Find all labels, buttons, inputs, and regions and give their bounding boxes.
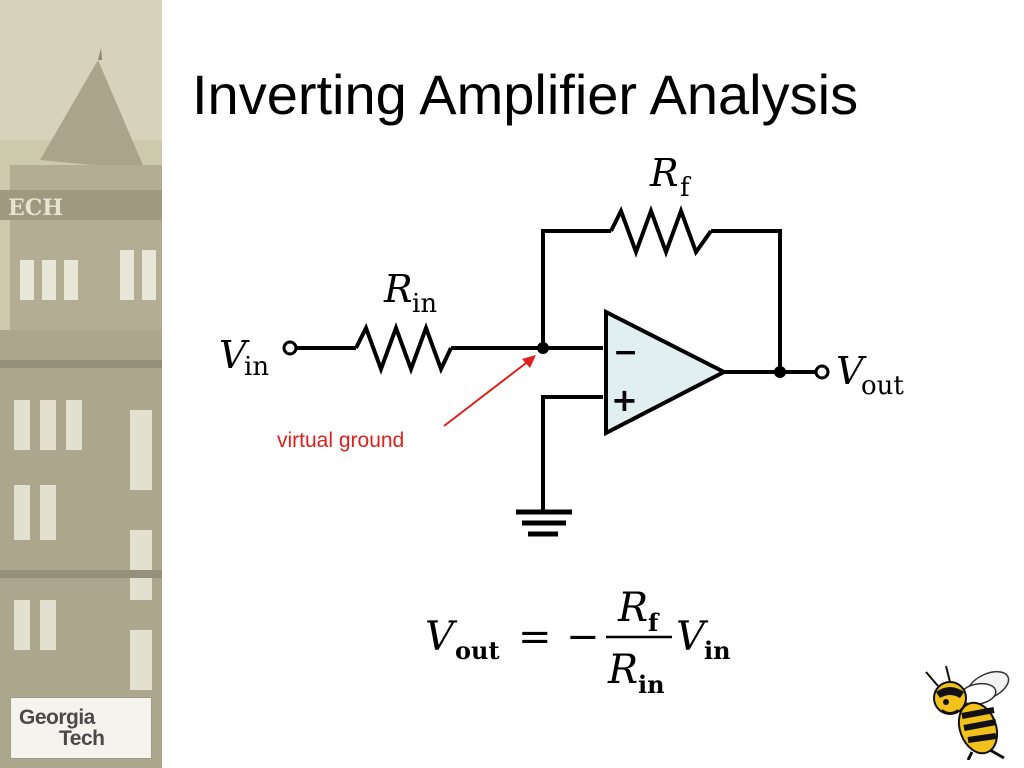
vin-terminal	[282, 340, 298, 356]
rin-resistor	[354, 322, 453, 375]
formula-denominator-sub: in	[638, 670, 665, 699]
tech-tower-image: ECH	[0, 0, 162, 768]
formula-lhs-sub: out	[455, 636, 500, 665]
formula-numerator-symbol: R	[617, 585, 648, 631]
formula-rhs-symbol: V	[676, 614, 709, 660]
junction-node-output	[774, 366, 786, 378]
vout-label-sub: out	[861, 371, 904, 401]
formula-minus: −	[566, 614, 600, 660]
formula-rhs-sub: in	[704, 636, 731, 665]
slide-title: Inverting Amplifier Analysis	[192, 63, 859, 126]
vout-label-symbol: V	[836, 349, 867, 393]
formula-lhs-symbol: V	[425, 614, 458, 660]
rf-label-symbol: R	[649, 151, 679, 195]
rf-resistor	[609, 205, 713, 258]
feedback-right-wire	[711, 229, 782, 372]
virtual-ground-arrow	[443, 359, 531, 427]
ground-wire	[541, 395, 603, 510]
inverting-input-sign: −	[613, 335, 638, 370]
vin-label-sub: in	[244, 352, 269, 382]
feedback-left-wire	[541, 229, 611, 348]
junction-node-input	[537, 342, 549, 354]
rin-label-sub: in	[412, 289, 437, 319]
vin-label-symbol: V	[219, 333, 250, 377]
logo-text-tech: Tech	[59, 727, 105, 750]
sidebar-photo: ECH Georgia Tech	[0, 0, 162, 768]
rf-label-sub: f	[680, 173, 692, 203]
noninverting-input-sign: +	[611, 381, 638, 419]
yellow-jacket-mascot-icon	[925, 665, 1010, 760]
virtual-ground-arrowhead	[522, 355, 536, 368]
vout-terminal	[814, 364, 830, 380]
formula-numerator-sub: f	[648, 608, 660, 637]
formula-denominator-symbol: R	[607, 647, 638, 693]
op-amp-triangle	[604, 308, 729, 437]
rin-label-symbol: R	[383, 267, 413, 311]
svg-text:ECH: ECH	[8, 195, 63, 221]
georgia-tech-logo: Georgia Tech	[10, 697, 152, 759]
logo-text-georgia: Georgia	[19, 706, 95, 729]
formula-equals: =	[518, 614, 552, 660]
gain-formula: V out = − R f R in V in	[425, 585, 731, 699]
ground-symbol	[516, 509, 572, 537]
virtual-ground-label: virtual ground	[277, 429, 404, 452]
